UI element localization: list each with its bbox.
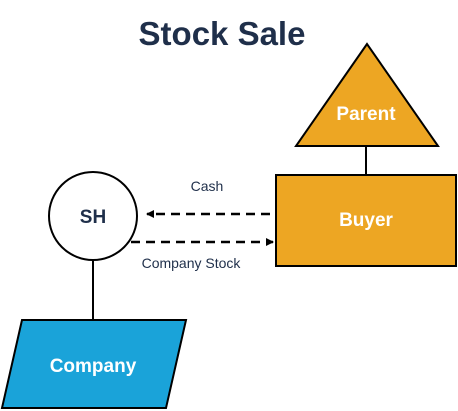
company-node bbox=[0, 319, 188, 409]
shareholder-label: SH bbox=[80, 207, 106, 228]
buyer-label: Buyer bbox=[339, 210, 393, 231]
company-label: Company bbox=[50, 356, 137, 377]
parent-label: Parent bbox=[336, 104, 396, 125]
parent-node bbox=[294, 42, 440, 147]
buyer-node bbox=[275, 174, 457, 267]
company-stock-label: Company Stock bbox=[142, 255, 242, 271]
shareholder-node bbox=[48, 171, 138, 261]
cash-label: Cash bbox=[191, 178, 224, 194]
diagram-title: Stock Sale bbox=[139, 15, 306, 52]
